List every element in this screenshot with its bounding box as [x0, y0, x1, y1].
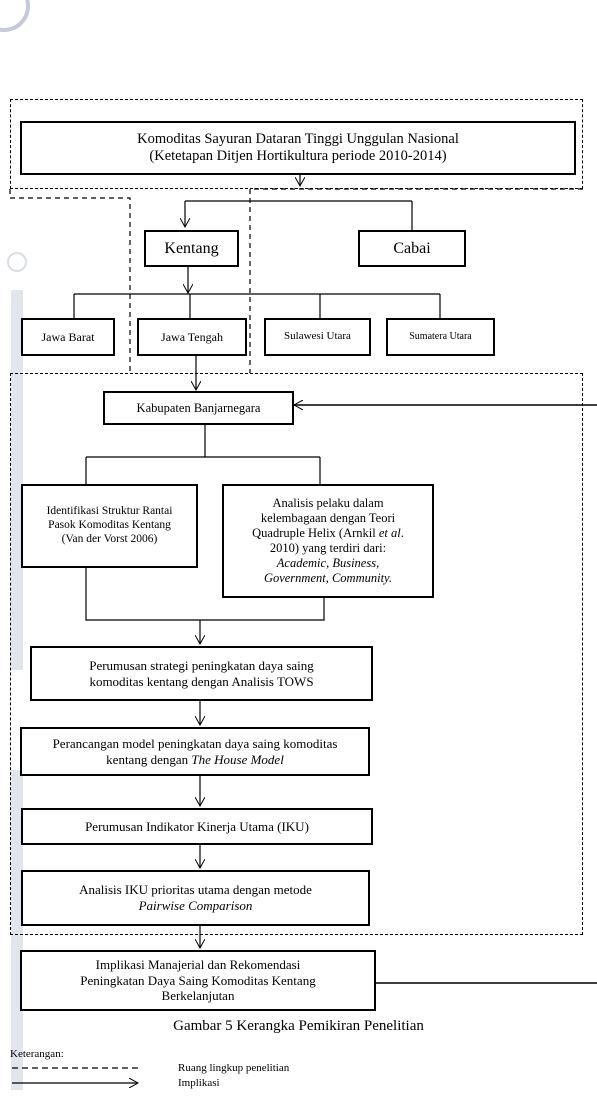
- legend-dashed-label: Ruang lingkup penelitian: [178, 1062, 290, 1074]
- box-komoditas-line2: (Ketetapan Ditjen Hortikultura periode 2…: [149, 148, 447, 164]
- box-sulawesi-utara: Sulawesi Utara: [264, 318, 371, 356]
- scope-region-main: [10, 373, 583, 935]
- legend-arrow-label: Implikasi: [178, 1077, 220, 1089]
- box-perancangan-house-model: Perancangan model peningkatan daya saing…: [20, 727, 370, 776]
- legend-title: Keterangan:: [10, 1048, 64, 1060]
- box-analisis-iku-pairwise: Analisis IKU prioritas utama dengan meto…: [21, 870, 370, 926]
- box-identifikasi-rantai-pasok: Identifikasi Struktur Rantai Pasok Komod…: [21, 484, 198, 568]
- box-cabai: Cabai: [358, 230, 466, 267]
- box-jawa-barat: Jawa Barat: [21, 318, 115, 356]
- box-komoditas-unggulan: Komoditas Sayuran Dataran Tinggi Unggula…: [20, 121, 576, 175]
- box-jawa-tengah: Jawa Tengah: [137, 318, 247, 356]
- figure-caption: Gambar 5 Kerangka Pemikiran Penelitian: [173, 1018, 424, 1034]
- box-analisis-quadruple-helix: Analisis pelaku dalam kelembagaan dengan…: [222, 484, 434, 598]
- box-komoditas-line1: Komoditas Sayuran Dataran Tinggi Unggula…: [137, 130, 459, 147]
- box-kentang: Kentang: [144, 230, 239, 267]
- box-kabupaten-banjarnegara: Kabupaten Banjarnegara: [103, 391, 294, 425]
- box-implikasi-manajerial: Implikasi Manajerial dan Rekomendasi Pen…: [20, 950, 376, 1011]
- box-perumusan-strategi-tows: Perumusan strategi peningkatan daya sain…: [30, 646, 373, 701]
- box-sumatera-utara: Sumatera Utara: [386, 318, 495, 356]
- scope-region-top: [10, 99, 583, 189]
- box-perumusan-iku: Perumusan Indikator Kinerja Utama (IKU): [21, 808, 373, 845]
